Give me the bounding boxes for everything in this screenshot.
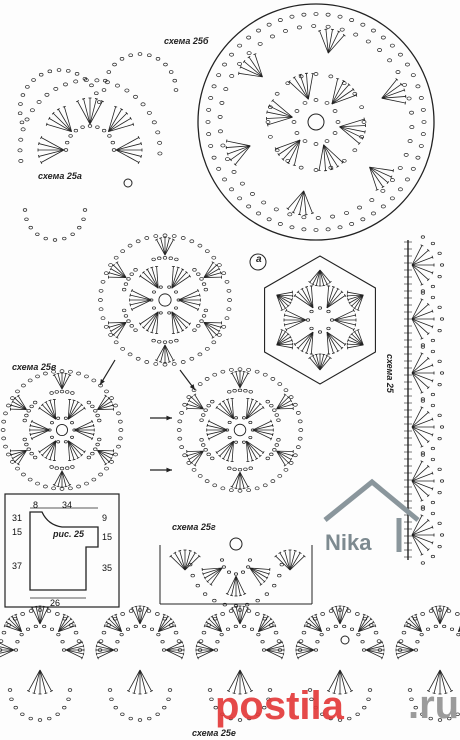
pattern-schematic bbox=[4, 493, 120, 608]
scheme-25g-half-motif bbox=[159, 537, 313, 608]
dim-top-width: 34 bbox=[62, 500, 73, 510]
scheme-25d-label: схема 25е bbox=[192, 728, 236, 738]
scheme-25v-label: схема 25в bbox=[12, 362, 57, 372]
dim-right-mid: 15 bbox=[102, 532, 113, 542]
scheme-25b-label: схема 25б bbox=[164, 36, 209, 46]
scheme-25g-label: схема 25г bbox=[172, 522, 216, 532]
watermark-suffix: .ru bbox=[408, 683, 460, 727]
figure-label: рис. 25 bbox=[53, 529, 85, 539]
scheme-25a-label: схема 25а bbox=[38, 171, 82, 181]
brand-roof-icon bbox=[323, 478, 420, 552]
scheme-25e-band bbox=[0, 605, 460, 722]
scheme-25v-motif-right bbox=[176, 367, 304, 493]
watermark-text: postila bbox=[215, 684, 344, 728]
marker-a-label: а bbox=[256, 254, 262, 265]
scheme-25-label: схема 25 bbox=[385, 354, 395, 393]
brand-logo-text: Nika bbox=[325, 530, 372, 555]
dim-top-left: 8 bbox=[33, 500, 39, 510]
dim-left-mid: 15 bbox=[12, 527, 23, 537]
scheme-25b-circle bbox=[197, 3, 435, 241]
scheme-a-hexagon bbox=[249, 253, 376, 385]
scheme-25a-partial bbox=[17, 52, 179, 242]
dim-right-top: 9 bbox=[102, 513, 108, 523]
scheme-25v-motif-top bbox=[98, 233, 232, 367]
dim-left-top: 31 bbox=[12, 513, 23, 523]
scheme-25v-motif-left bbox=[0, 369, 124, 491]
dim-right-low: 35 bbox=[102, 563, 113, 573]
dim-left-low: 37 bbox=[12, 561, 23, 571]
dim-bottom: 26 bbox=[50, 598, 61, 608]
arrows-25v bbox=[99, 359, 196, 473]
scheme-25-edging-strip bbox=[404, 235, 445, 565]
